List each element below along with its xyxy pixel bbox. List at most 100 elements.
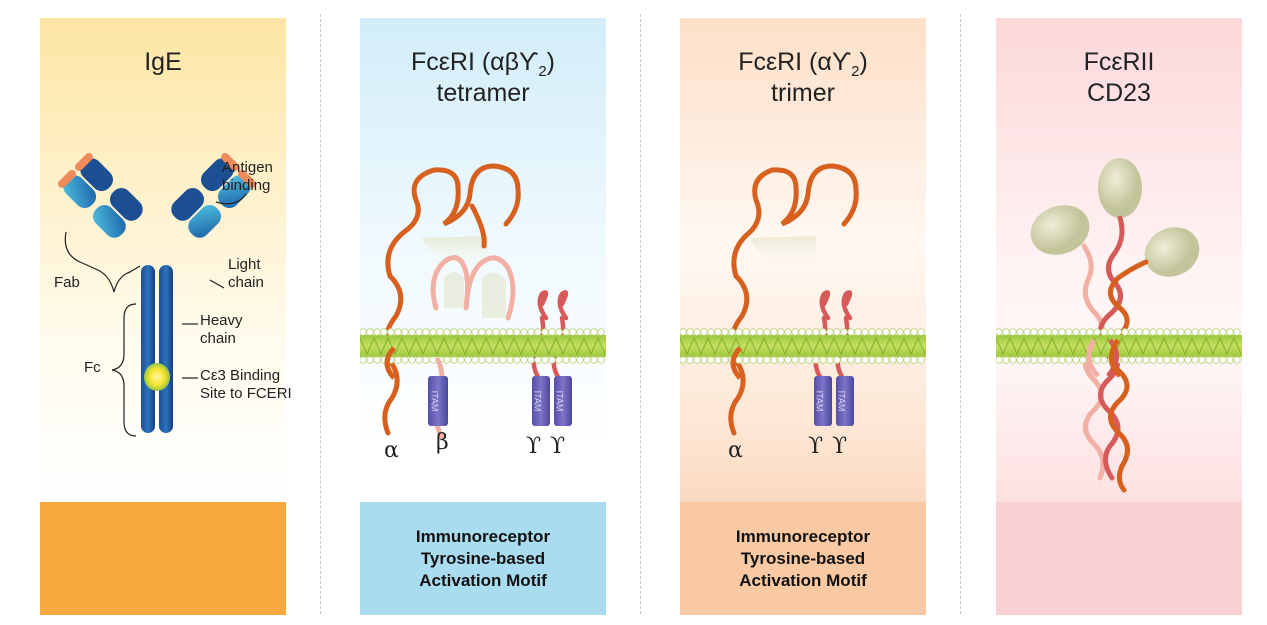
lipid-head [917,356,925,364]
label-light-chain: Light chain [228,256,264,291]
lectin-head [1144,227,1200,277]
lipid-head [854,356,862,364]
lipid-head [910,328,918,336]
lipid-head [812,356,820,364]
lipid-head [401,328,409,336]
ige-antibody-diagram [57,153,257,437]
lipid-head [429,328,437,336]
lipid-head [896,356,904,364]
arrow [215,193,247,205]
lipid-head [527,328,535,336]
lipid-head [562,328,570,336]
lipid-head [903,356,911,364]
lipid-head [819,356,827,364]
lipid-head [471,328,479,336]
lipid-head [1016,328,1024,336]
itam-label: ITAM [814,390,825,412]
lipid-head [576,328,584,336]
lipid-head [506,356,514,364]
lipid-head [583,328,591,336]
lipid-head [882,328,890,336]
lipid-head [805,328,813,336]
panel-subtitle: CD23 [1087,79,1151,107]
lipid-head [548,356,556,364]
lipid-head [889,356,897,364]
lipid-head [847,356,855,364]
lipid-head [1002,328,1010,336]
lipid-head [360,356,367,364]
lipid-head [686,356,694,364]
itam-label: ITAM [429,390,440,412]
heavy-chain [159,265,173,433]
panel-title: FcεRI (αβϒ2) [410,48,555,80]
lipid-head [492,328,500,336]
lipid-tails [996,337,1242,355]
lipid-head [917,328,925,336]
label-antigen-binding: Antigen binding [222,159,273,194]
lipid-head [541,328,549,336]
chain-label-gamma: ϒ [808,434,824,459]
lipid-head [576,356,584,364]
lipid-head [826,356,834,364]
lipid-head [443,356,451,364]
lipid-head [700,328,708,336]
itam-label: ITAM [836,390,847,412]
arrow [209,279,225,289]
lipid-head [366,328,374,336]
lipid-tails [360,337,606,355]
lipid-head [464,356,472,364]
lipid-head [996,328,1003,336]
footer-text: Immunoreceptor Tyrosine-based Activation… [415,527,551,590]
lipid-head [590,356,598,364]
lipid-head [784,356,792,364]
chain-label-beta: β [436,430,449,455]
lipid-head [693,356,701,364]
lipid-head [742,328,750,336]
panel-fceri-trimer: FcεRI (αϒ2) trimer ITAM ITAM α ϒ ϒ Immun… [680,18,926,615]
lipid-head [464,328,472,336]
lipid-head [415,328,423,336]
membrane [996,328,1242,364]
fab-bracket [64,231,141,293]
panel-fceri-tetramer: FcεRI (αβϒ2) tetramer ITAM ITAM ITAM α β… [360,18,606,615]
divider [320,14,321,614]
lipid-head [408,356,416,364]
lipid-head [478,356,486,364]
lipid-head [450,328,458,336]
lipid-head [889,328,897,336]
lipid-head [910,356,918,364]
panel-footer [996,502,1242,615]
lipid-head [763,356,771,364]
lipid-head [896,328,904,336]
panel-footer [40,502,286,615]
membrane [680,328,926,364]
lipid-head [1016,356,1024,364]
lipid-head [360,328,367,336]
panel-footer: Immunoreceptor Tyrosine-based Activation… [360,502,606,615]
lipid-head [777,328,785,336]
lipid-head [520,328,528,336]
panel-subtitle: tetramer [436,79,530,107]
lipid-head [422,356,430,364]
lipid-head [590,328,598,336]
lipid-head [847,328,855,336]
lipid-head [471,356,479,364]
lipid-head [770,356,778,364]
lipid-head [749,328,757,336]
lipid-head [707,328,715,336]
lipid-head [1009,356,1017,364]
lipid-head [394,328,402,336]
membrane [360,328,606,364]
lipid-head [457,328,465,336]
stalk-strand [1081,243,1106,481]
label-heavy-chain: Heavy chain [200,312,243,347]
lipid-head [513,328,521,336]
lipid-head [756,328,764,336]
lipid-head [485,356,493,364]
lipid-head [583,356,591,364]
transmembrane-segments [1086,338,1122,378]
lipid-head [548,328,556,336]
lipid-head [394,356,402,364]
fc-bracket [111,303,137,437]
lipid-head [485,328,493,336]
